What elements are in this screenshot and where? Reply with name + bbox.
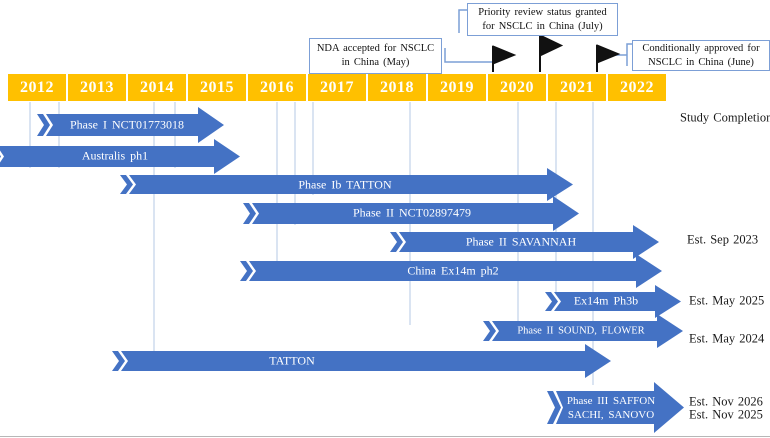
figure-bottom-border [0, 436, 770, 437]
annotation-est-sep-2023: Est. Sep 2023 [687, 232, 759, 247]
arrow-label-tatton: TATTON [269, 353, 315, 368]
arrow-label-phase2-sound-flower: Phase II SOUND, FLOWER [517, 325, 645, 337]
arrow-label-phase2-nct02897479: Phase II NCT02897479 [353, 205, 471, 220]
callout-text-line: Conditionally approved for [642, 42, 760, 54]
annotation-study-completion: Study Completion [680, 110, 770, 125]
callout-text-line: for NSCLC in China (July) [482, 20, 603, 32]
arrow-label-phase1-nct01773018: Phase I NCT01773018 [70, 117, 184, 132]
arrow-label-phase2-savannah: Phase II SAVANNAH [465, 234, 577, 249]
study-arrows [0, 107, 684, 433]
year-cell-2017: 2017 [308, 74, 366, 101]
arrow-label-australis-ph1: Australis ph1 [81, 148, 149, 163]
arrow-label-sachi-sanovo: SACHI, SANOVO [567, 409, 655, 421]
callout-text-line: NDA accepted for NSCLC [316, 43, 435, 55]
arrow-label-phase1b-tatton: Phase Ib TATTON [298, 177, 392, 192]
callout-priority-review: Priority review status granted for NSCLC… [467, 3, 618, 36]
arrow-label-phase3-saffon: Phase III SAFFON [566, 395, 656, 407]
callout-nda-accepted: NDA accepted for NSCLC in China (May) [309, 38, 442, 74]
flag-icon [596, 44, 621, 64]
annotation-est-may-2025: Est. May 2025 [689, 293, 765, 308]
callout-text-line: NSCLC in China (June) [648, 56, 754, 68]
callout-text-line: Priority review status granted [478, 6, 607, 18]
arrow-label-ex14m-ph3b: Ex14m Ph3b [573, 293, 639, 308]
year-cell-2020: 2020 [488, 74, 546, 101]
callout-text-line: in China (May) [341, 57, 410, 68]
year-cell-2019: 2019 [428, 74, 486, 101]
flag-icon [492, 45, 517, 65]
year-cell-2018: 2018 [368, 74, 426, 101]
year-cell-2022: 2022 [608, 74, 666, 101]
year-cell-2015: 2015 [188, 74, 246, 101]
callout-conditional-approval: Conditionally approved for NSCLC in Chin… [632, 40, 770, 71]
year-cell-2013: 2013 [68, 74, 126, 101]
year-cell-2016: 2016 [248, 74, 306, 101]
annotation-est-nov-2026: Est. Nov 2026 [689, 394, 763, 409]
flag-icon [539, 34, 564, 57]
year-cell-2021: 2021 [548, 74, 606, 101]
annotation-est-may-2024: Est. May 2024 [689, 331, 765, 346]
year-cell-2014: 2014 [128, 74, 186, 101]
year-cell-2012: 2012 [8, 74, 66, 101]
annotation-est-nov-2025: Est. Nov 2025 [689, 407, 763, 422]
arrow-label-china-ex14m-ph2: China Ex14m ph2 [407, 263, 499, 278]
milestone-flag-icons [492, 34, 621, 72]
